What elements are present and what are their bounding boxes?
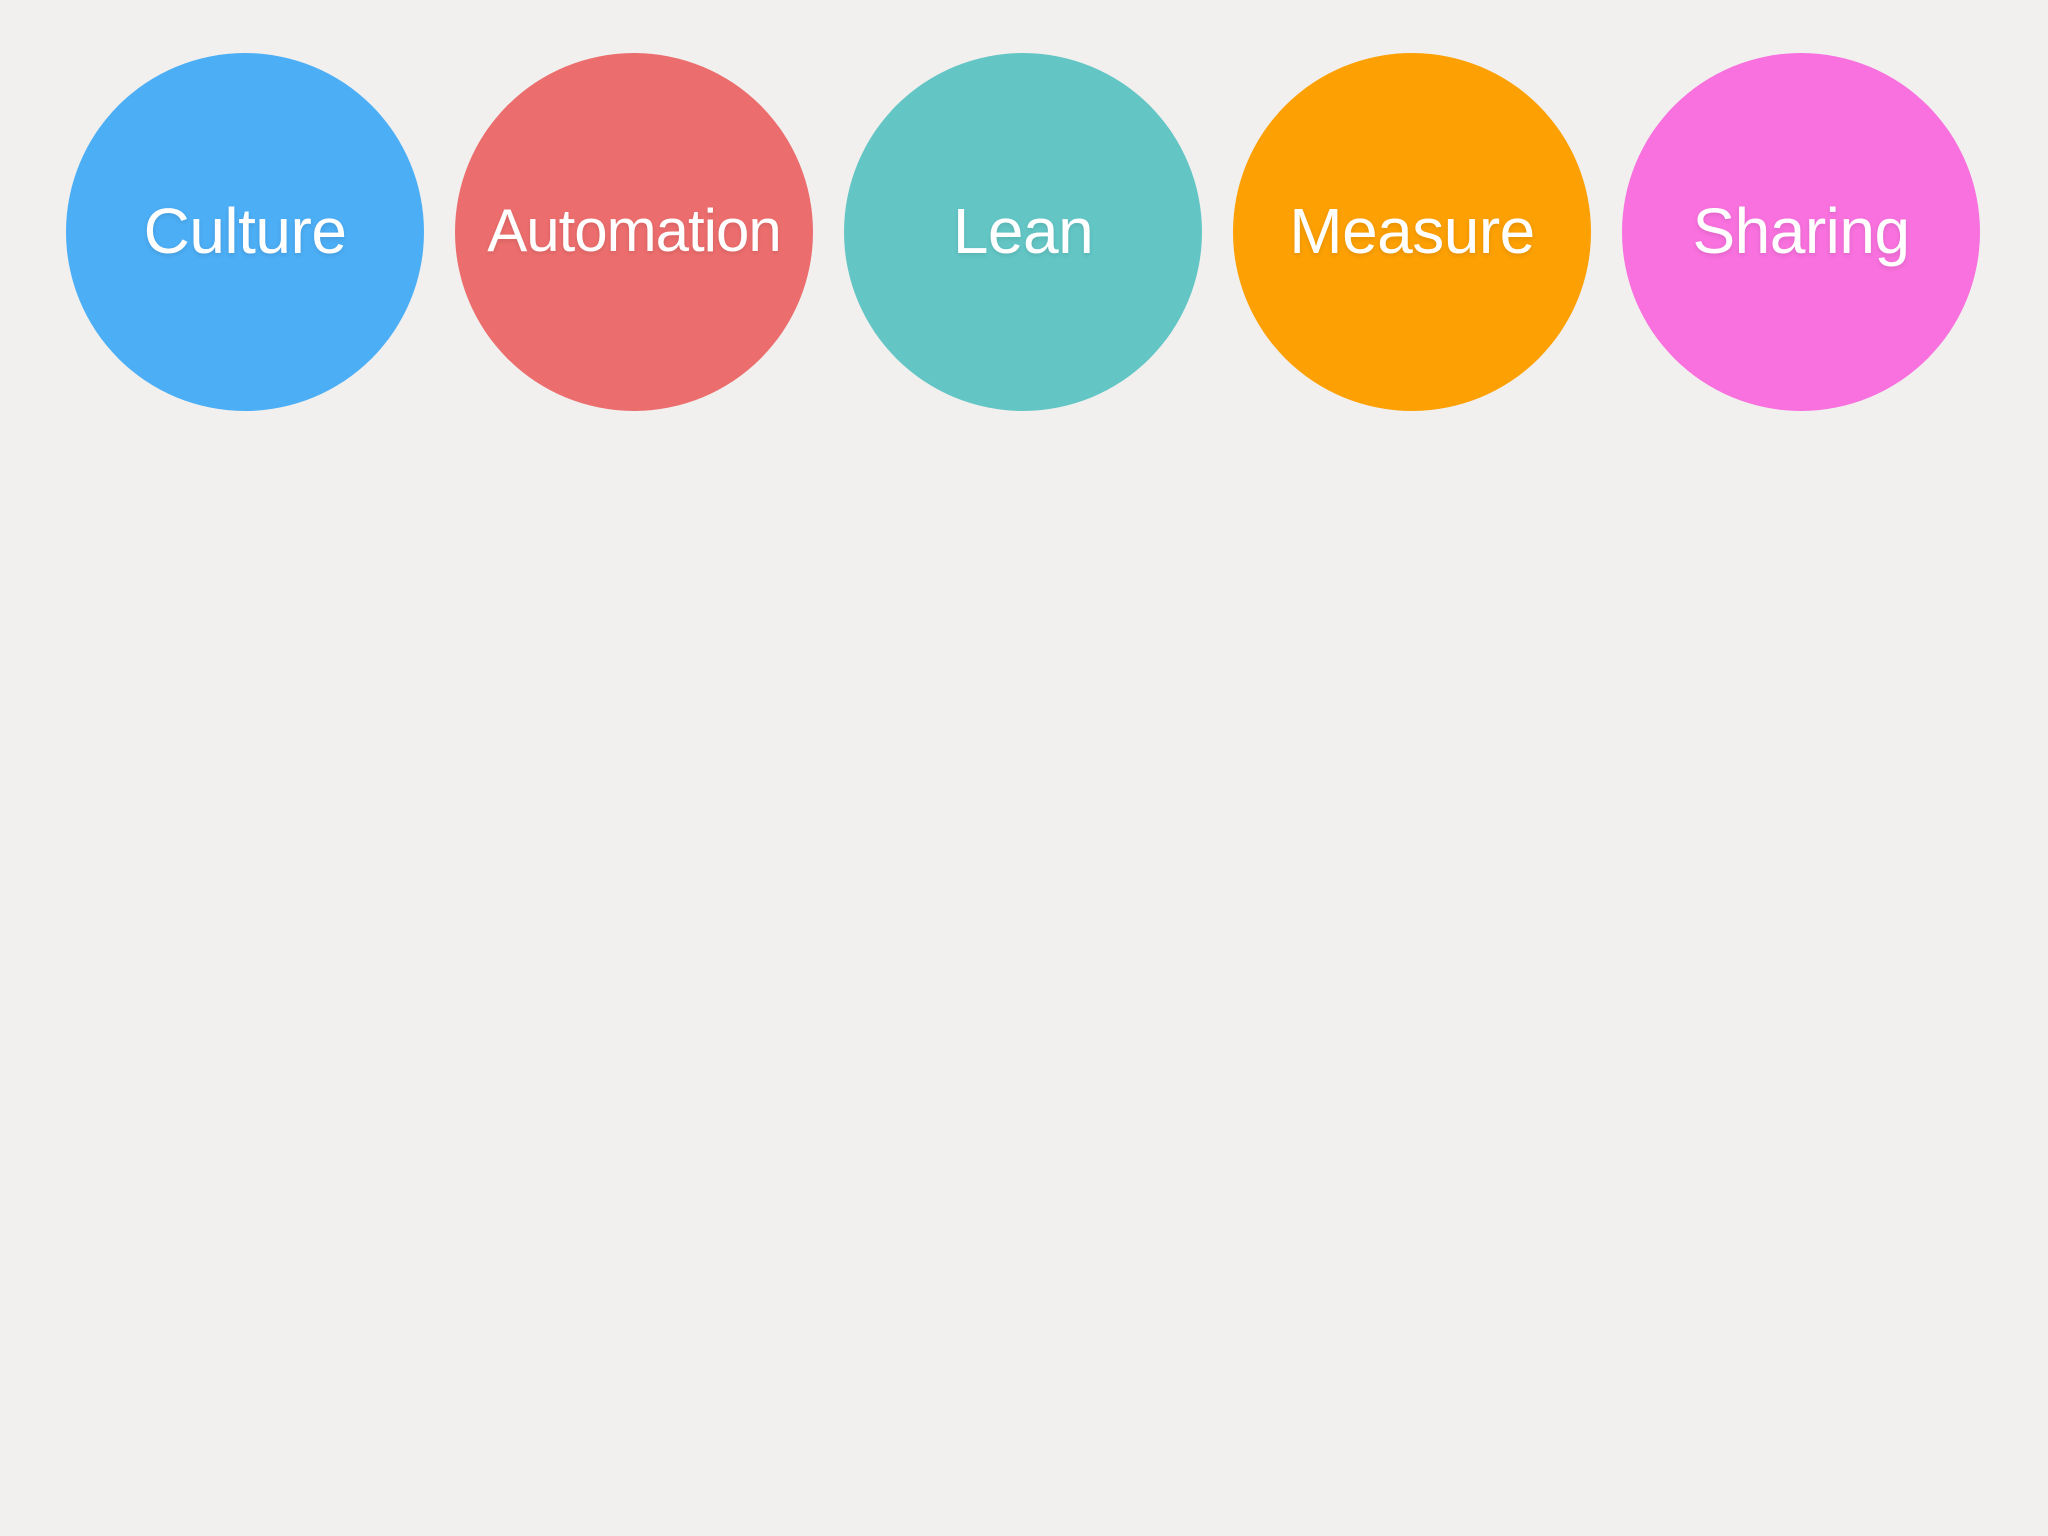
pillar-circle-measure[interactable]: Measure (1233, 53, 1591, 411)
pillar-circle-lean[interactable]: Lean (844, 53, 1202, 411)
pillar-circle-row: Culture Automation Lean Measure Sharing (0, 0, 2048, 480)
pillar-label-automation: Automation (487, 197, 782, 264)
pillar-label-culture: Culture (143, 195, 347, 267)
pillar-label-sharing: Sharing (1692, 195, 1910, 267)
pillar-circle-culture[interactable]: Culture (66, 53, 424, 411)
pillar-circle-sharing[interactable]: Sharing (1622, 53, 1980, 411)
pillar-label-measure: Measure (1289, 195, 1535, 267)
pillar-label-lean: Lean (952, 195, 1094, 267)
pillar-circle-automation[interactable]: Automation (455, 53, 813, 411)
